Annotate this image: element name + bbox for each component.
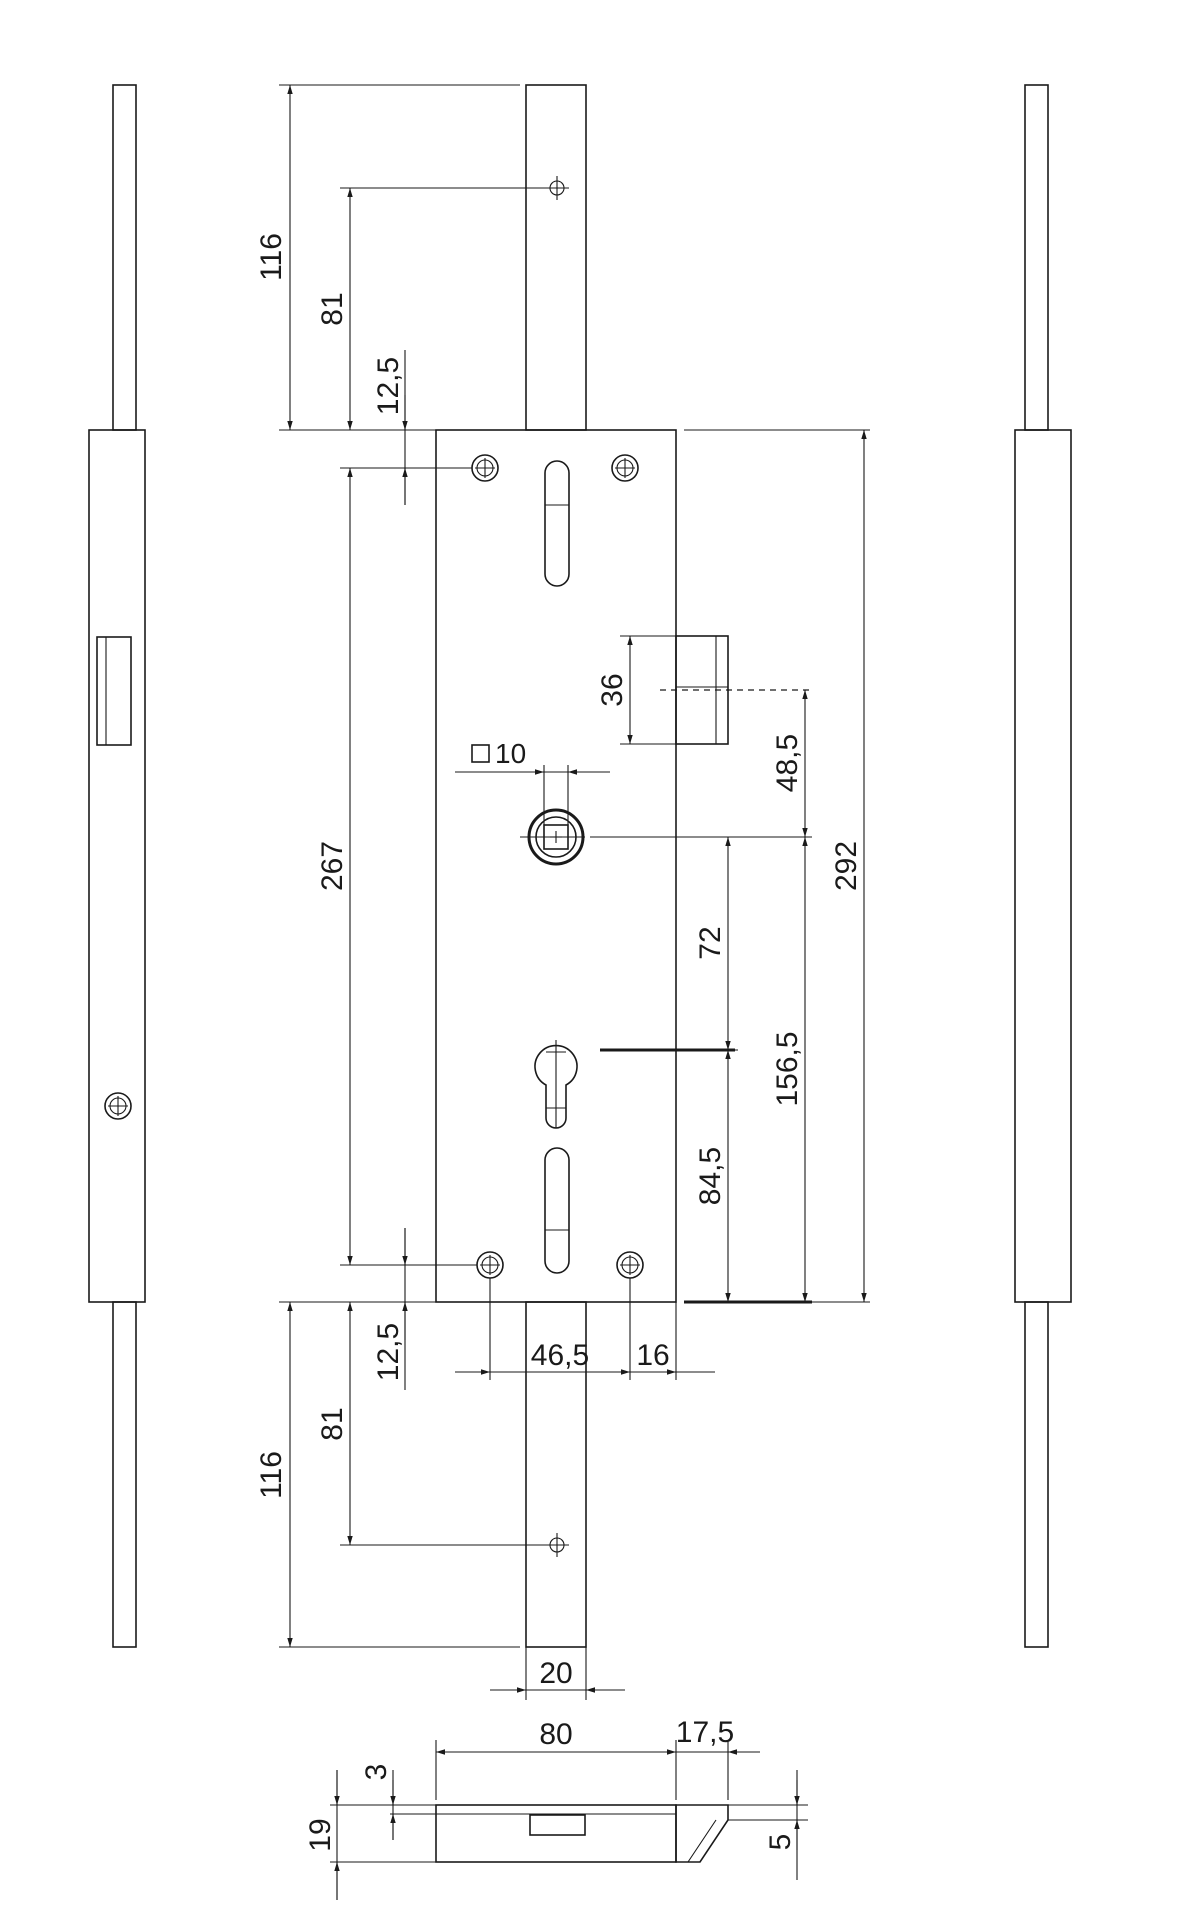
dim-faceplate-margin: 16 [636,1339,669,1372]
dim-latch-to-follower: 48,5 [771,734,804,792]
rod-screw-icon [545,176,569,200]
cylinder-cutout [534,1040,578,1129]
dim-top-faceplate-hole-offset: 12,5 [372,357,405,415]
follower-hub [520,808,585,866]
dimensions-left: 116 81 12,5 267 12,5 81 116 [255,84,545,1648]
bottom-section-view: 80 17,5 19 3 5 [304,1716,808,1900]
dim-rod-width: 20 [539,1657,572,1690]
dimension-follower-square: 10 [455,738,610,825]
lower-slot [544,1147,570,1274]
faceplate-screw-icon [471,454,499,482]
dim-follower-square: 10 [495,738,526,769]
dim-bottom-rod-length: 116 [255,1451,288,1499]
front-view [435,84,810,1648]
dimension-rod-width: 20 [490,1647,625,1700]
dim-latch-thickness: 5 [764,1834,797,1851]
dim-case-thickness: 19 [304,1818,337,1851]
dim-faceplate-thickness: 3 [360,1764,393,1781]
dim-bottom-faceplate-hole-offset: 12,5 [372,1323,405,1381]
upper-slot [544,460,570,587]
left-side-view [88,84,146,1648]
faceplate-screw-icon [616,1251,644,1279]
dim-backset: 46,5 [531,1339,589,1372]
dim-cylinder-to-bottom: 84,5 [694,1147,727,1205]
dim-latch-height: 36 [596,673,629,706]
dim-bottom-screw-offset: 81 [316,1407,349,1440]
dimensions-right: 36 48,5 292 72 156,5 84,5 [590,429,870,1304]
screw-icon [104,1092,132,1120]
faceplate-screw-icon [611,454,639,482]
dim-top-screw-offset: 81 [316,292,349,325]
latch-bolt [660,635,810,745]
dim-total-height: 292 [830,841,863,891]
dim-case-depth: 80 [539,1718,572,1751]
dim-top-rod-length: 116 [255,233,288,281]
dim-faceplate-hole-spacing: 267 [316,841,349,891]
right-side-view [1014,84,1072,1648]
dim-follower-to-cylinder: 72 [694,926,727,959]
faceplate-screw-icon [476,1251,504,1279]
dimensions-backset: 46,5 16 [455,1278,715,1380]
dim-follower-to-bottom: 156,5 [771,1031,804,1106]
rod-screw-icon [545,1533,569,1557]
dim-bolt-projection: 17,5 [676,1716,734,1749]
